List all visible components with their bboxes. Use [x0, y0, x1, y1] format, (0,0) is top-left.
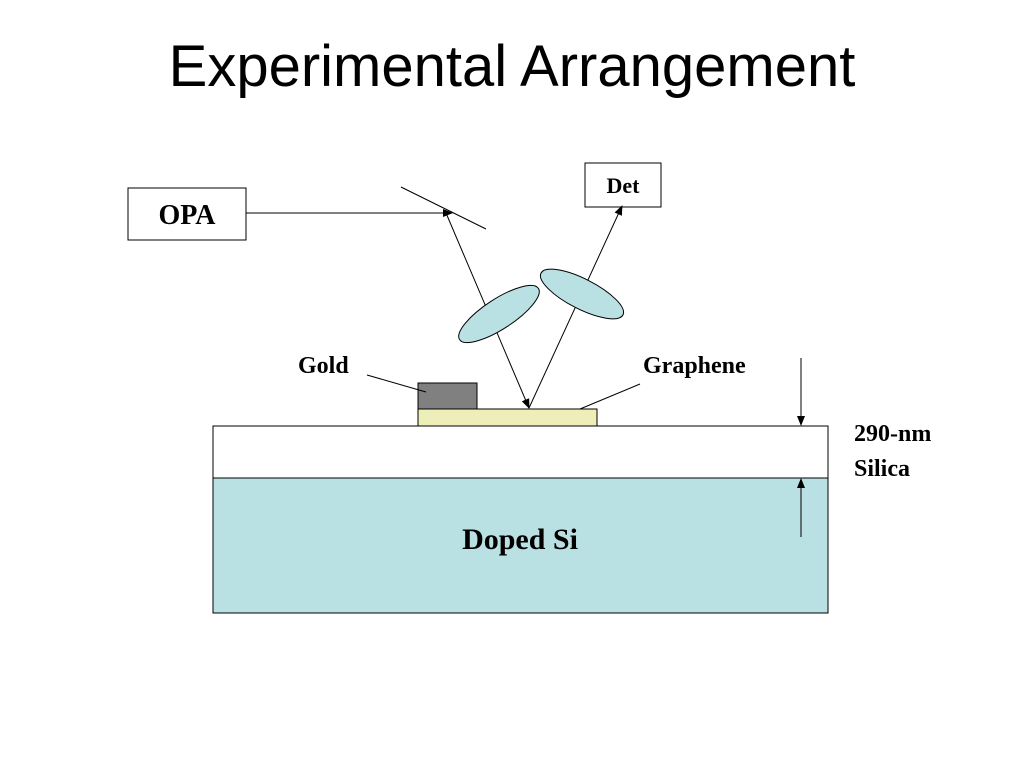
- substrate-label: Doped Si: [462, 523, 578, 556]
- slide-title: Experimental Arrangement: [168, 34, 856, 99]
- detector-label: Det: [607, 173, 641, 198]
- collecting-lens: [539, 268, 625, 320]
- gold-label: Gold: [298, 353, 349, 379]
- opa-label: OPA: [158, 200, 216, 231]
- gold-leader-line: [366, 374, 427, 393]
- focusing-lens: [458, 284, 540, 344]
- graphene-leader-line: [579, 383, 641, 410]
- doped-si-substrate: [212, 477, 829, 614]
- opa-box: [127, 187, 247, 241]
- graphene-layer: [417, 408, 598, 427]
- thickness-value-label: 290-nm: [854, 421, 931, 447]
- silica-layer: [212, 425, 829, 479]
- thickness-material-label: Silica: [854, 456, 910, 482]
- gold-pad: [417, 382, 478, 410]
- mirror: [400, 186, 487, 230]
- graphene-label: Graphene: [643, 353, 746, 379]
- detector-box: [584, 162, 662, 208]
